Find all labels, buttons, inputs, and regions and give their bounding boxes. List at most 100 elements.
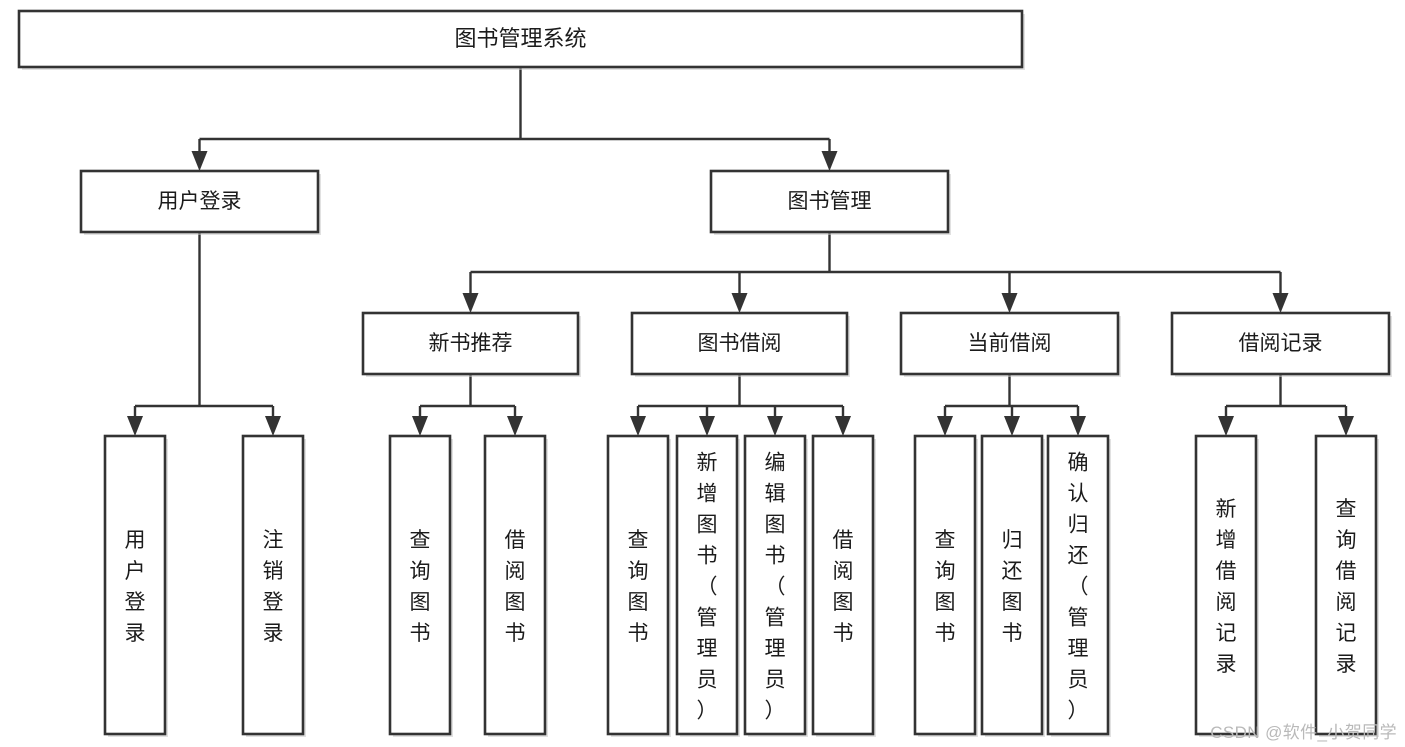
- leaf-label-char: 书: [410, 622, 431, 645]
- node-level3-3[interactable]: 借阅记录: [1170, 311, 1392, 377]
- connector-path: [469, 232, 1282, 293]
- leaf-label-char: 员: [1068, 669, 1089, 692]
- leaf-label-char: 注: [263, 529, 284, 552]
- leaf-label-char: 理: [697, 638, 718, 661]
- leaf-label-char: 增: [697, 483, 718, 506]
- leaf-label-char: 询: [935, 560, 956, 583]
- leaf-label-char: 辑: [765, 483, 786, 506]
- leaf-label-char: 书: [935, 622, 956, 645]
- leaf-label-char: 图: [505, 591, 526, 614]
- node-level2-1[interactable]: 图书管理: [709, 169, 951, 235]
- arrow-head-icon: [412, 416, 428, 436]
- connectors-layer: [127, 67, 1354, 436]
- arrow-head-icon: [462, 293, 479, 313]
- leaf-label-char: 阅: [1216, 591, 1237, 614]
- leaf-label-char: 认: [1068, 483, 1089, 506]
- leaf-label-char: 增: [1216, 529, 1237, 552]
- leaf-label-char: 书: [505, 622, 526, 645]
- leaf-label-char: 借: [1216, 560, 1237, 583]
- leaf-label-char: 管: [1068, 607, 1089, 630]
- leaf-label-char: 询: [410, 560, 431, 583]
- leaf-label-char: 图: [1002, 591, 1023, 614]
- leaf-label-char: 归: [1068, 514, 1089, 537]
- leaf-label-char: 图: [765, 514, 786, 537]
- leaf-label-char: 书: [697, 545, 718, 568]
- leaf-label-char: （: [697, 576, 718, 599]
- node-label: 当前借阅: [968, 332, 1052, 355]
- leaf-label-char: 图: [833, 591, 854, 614]
- leaf-label-char: 员: [765, 669, 786, 692]
- leaf-label-char: 询: [628, 560, 649, 583]
- node-leaf-0[interactable]: 用户登录: [103, 434, 168, 737]
- connector-path: [418, 374, 517, 416]
- leaf-label-char: 归: [1002, 529, 1023, 552]
- leaf-label-char: 阅: [505, 560, 526, 583]
- leaf-label-char: 新: [697, 452, 718, 475]
- leaf-label-char: 管: [765, 607, 786, 630]
- leaf-label-char: 新: [1216, 498, 1237, 521]
- leaf-label-char: 阅: [833, 560, 854, 583]
- leaf-label-char: （: [1068, 576, 1089, 599]
- leaf-label-char: 理: [1068, 638, 1089, 661]
- leaf-label-char: 查: [1336, 498, 1357, 521]
- node-label: 新书推荐: [429, 332, 513, 355]
- connector-path: [1224, 374, 1348, 416]
- leaf-label-char: 图: [628, 591, 649, 614]
- arrow-head-icon: [937, 416, 953, 436]
- arrow-head-icon: [821, 151, 838, 171]
- node-label: 图书管理: [788, 190, 872, 213]
- leaf-label-char: 查: [628, 529, 649, 552]
- node-root[interactable]: 图书管理系统: [17, 9, 1025, 70]
- leaf-label-char: 书: [628, 622, 649, 645]
- leaf-label-char: 录: [263, 622, 284, 645]
- leaf-label-char: ）: [1068, 700, 1089, 723]
- leaf-label-char: 录: [1216, 653, 1237, 676]
- arrow-head-icon: [767, 416, 783, 436]
- node-label: 图书管理系统: [454, 26, 586, 51]
- node-level2-0[interactable]: 用户登录: [79, 169, 321, 235]
- leaf-label-char: 销: [263, 560, 284, 583]
- arrow-head-icon: [1338, 416, 1354, 436]
- leaf-label-char: 询: [1336, 529, 1357, 552]
- leaf-label-char: 管: [697, 607, 718, 630]
- arrow-head-icon: [835, 416, 851, 436]
- csdn-watermark: CSDN @软件_小贺同学: [1210, 723, 1397, 742]
- leaf-label-char: 登: [263, 591, 284, 614]
- leaf-label-char: 查: [935, 529, 956, 552]
- leaf-label-char: 借: [833, 529, 854, 552]
- leaf-label-char: 录: [1336, 653, 1357, 676]
- leaf-label-char: 记: [1336, 622, 1357, 645]
- leaf-label-char: 借: [505, 529, 526, 552]
- leaf-label-char: 用: [125, 529, 146, 552]
- arrow-head-icon: [731, 293, 748, 313]
- leaf-label-char: 阅: [1336, 591, 1357, 614]
- node-level3-0[interactable]: 新书推荐: [361, 311, 581, 377]
- leaf-label-char: 登: [125, 591, 146, 614]
- leaf-label-char: 确: [1068, 452, 1089, 475]
- arrow-head-icon: [1070, 416, 1086, 436]
- leaf-label-char: 书: [765, 545, 786, 568]
- node-level3-1[interactable]: 图书借阅: [630, 311, 850, 377]
- arrow-head-icon: [507, 416, 523, 436]
- node-level3-2[interactable]: 当前借阅: [899, 311, 1121, 377]
- arrow-head-icon: [127, 416, 143, 436]
- arrow-head-icon: [191, 151, 208, 171]
- connector-path: [943, 374, 1080, 416]
- leaf-label-char: ）: [697, 700, 718, 723]
- leaf-label-char: 录: [125, 622, 146, 645]
- arrow-head-icon: [1218, 416, 1234, 436]
